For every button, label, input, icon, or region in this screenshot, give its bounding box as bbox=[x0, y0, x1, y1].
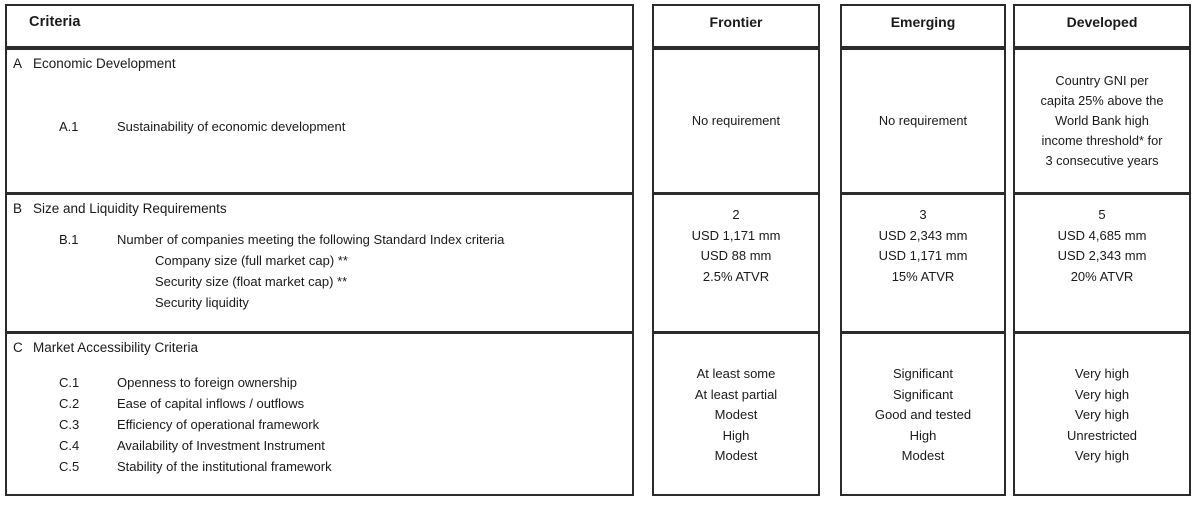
value-frontier-a1: No requirement bbox=[691, 113, 781, 128]
column-header-frontier: Frontier bbox=[652, 4, 820, 48]
value-emerging-b-count: 3 bbox=[919, 207, 927, 222]
cell-frontier-section-b: 2 USD 1,171 mm USD 88 mm 2.5% ATVR bbox=[652, 193, 820, 333]
value-developed-a1-line1: Country GNI per bbox=[1055, 73, 1149, 88]
criteria-text-c4: Availability of Investment Instrument bbox=[117, 438, 325, 453]
value-frontier-c4: High bbox=[722, 427, 750, 443]
value-developed-c1: Very high bbox=[1074, 366, 1130, 381]
criteria-text-c1: Openness to foreign ownership bbox=[117, 375, 297, 390]
criteria-code-c5: C.5 bbox=[59, 459, 80, 474]
value-developed-b-company-size: USD 4,685 mm bbox=[1057, 227, 1147, 243]
value-emerging-c5: Modest bbox=[901, 448, 945, 463]
criteria-code-a1: A.1 bbox=[59, 119, 79, 134]
value-frontier-b-count: 2 bbox=[732, 207, 740, 222]
criteria-code-b1: B.1 bbox=[59, 232, 79, 247]
column-header-developed: Developed bbox=[1013, 4, 1191, 48]
value-frontier-c3: Modest bbox=[714, 407, 758, 422]
cell-emerging-section-c: Significant Significant Good and tested … bbox=[840, 332, 1006, 496]
cell-developed-section-b: 5 USD 4,685 mm USD 2,343 mm 20% ATVR bbox=[1013, 193, 1191, 333]
section-b-letter: B bbox=[13, 201, 23, 216]
criteria-header-label: Criteria bbox=[29, 14, 81, 30]
criteria-code-c1: C.1 bbox=[59, 375, 80, 390]
value-developed-c4: Unrestricted bbox=[1066, 427, 1138, 443]
criteria-subitem-company-size: Company size (full market cap) ** bbox=[155, 253, 348, 268]
value-emerging-b-liquidity: 15% ATVR bbox=[891, 268, 955, 284]
criteria-text-c5: Stability of the institutional framework bbox=[117, 459, 332, 474]
value-frontier-c1: At least some bbox=[696, 366, 776, 381]
value-frontier-b-security-size: USD 88 mm bbox=[700, 248, 772, 263]
value-emerging-b-security-size: USD 1,171 mm bbox=[878, 248, 968, 263]
value-developed-b-liquidity: 20% ATVR bbox=[1070, 268, 1134, 284]
cell-emerging-section-b: 3 USD 2,343 mm USD 1,171 mm 15% ATVR bbox=[840, 193, 1006, 333]
criteria-text-c3: Efficiency of operational framework bbox=[117, 417, 320, 432]
criteria-text-b1: Number of companies meeting the followin… bbox=[117, 232, 505, 247]
criteria-section-a-cell: A Economic Development A.1 Sustainabilit… bbox=[5, 48, 634, 194]
criteria-text-a1: Sustainability of economic development bbox=[117, 119, 346, 134]
value-developed-a1-line3: World Bank high bbox=[1055, 113, 1149, 128]
value-developed-b-security-size: USD 2,343 mm bbox=[1057, 248, 1147, 263]
value-emerging-c4: High bbox=[909, 427, 937, 443]
value-frontier-c2: At least partial bbox=[694, 386, 778, 402]
value-frontier-c5: Modest bbox=[714, 448, 758, 463]
value-developed-c5: Very high bbox=[1074, 448, 1130, 463]
criteria-section-c-cell: C Market Accessibility Criteria C.1 Open… bbox=[5, 332, 634, 496]
column-header-emerging-label: Emerging bbox=[890, 14, 956, 30]
cell-frontier-section-a: No requirement bbox=[652, 48, 820, 194]
criteria-subitem-security-size: Security size (float market cap) ** bbox=[155, 274, 348, 289]
value-emerging-c3: Good and tested bbox=[874, 407, 972, 422]
column-header-emerging: Emerging bbox=[840, 4, 1006, 48]
cell-emerging-section-a: No requirement bbox=[840, 48, 1006, 194]
criteria-section-b-cell: B Size and Liquidity Requirements B.1 Nu… bbox=[5, 193, 634, 333]
column-header-frontier-label: Frontier bbox=[709, 14, 763, 30]
value-frontier-b-liquidity: 2.5% ATVR bbox=[702, 268, 770, 284]
value-emerging-c1: Significant bbox=[893, 366, 953, 381]
value-emerging-c2: Significant bbox=[893, 386, 953, 402]
value-emerging-a1: No requirement bbox=[878, 113, 968, 128]
column-header-developed-label: Developed bbox=[1066, 14, 1138, 30]
section-c-name: Market Accessibility Criteria bbox=[33, 340, 199, 355]
value-developed-a1-line4: income threshold* for bbox=[1041, 133, 1163, 148]
value-developed-c3: Very high bbox=[1074, 407, 1130, 422]
section-c-letter: C bbox=[13, 340, 23, 355]
criteria-code-c2: C.2 bbox=[59, 396, 80, 411]
criteria-subitem-security-liquidity: Security liquidity bbox=[155, 295, 249, 310]
criteria-code-c3: C.3 bbox=[59, 417, 80, 432]
cell-developed-section-a: Country GNI per capita 25% above the Wor… bbox=[1013, 48, 1191, 194]
value-developed-b-count: 5 bbox=[1098, 207, 1106, 222]
value-developed-a1-line5: 3 consecutive years bbox=[1045, 153, 1159, 168]
value-developed-c2: Very high bbox=[1074, 386, 1130, 402]
criteria-code-c4: C.4 bbox=[59, 438, 80, 453]
criteria-text-c2: Ease of capital inflows / outflows bbox=[117, 396, 305, 411]
value-frontier-b-company-size: USD 1,171 mm bbox=[691, 227, 781, 243]
cell-developed-section-c: Very high Very high Very high Unrestrict… bbox=[1013, 332, 1191, 496]
value-developed-a1-line2: capita 25% above the bbox=[1040, 93, 1164, 108]
cell-frontier-section-c: At least some At least partial Modest Hi… bbox=[652, 332, 820, 496]
section-b-name: Size and Liquidity Requirements bbox=[33, 201, 227, 216]
criteria-header-cell: Criteria bbox=[5, 4, 634, 48]
section-a-letter: A bbox=[13, 56, 23, 71]
value-emerging-b-company-size: USD 2,343 mm bbox=[878, 227, 968, 243]
section-a-name: Economic Development bbox=[33, 56, 176, 71]
